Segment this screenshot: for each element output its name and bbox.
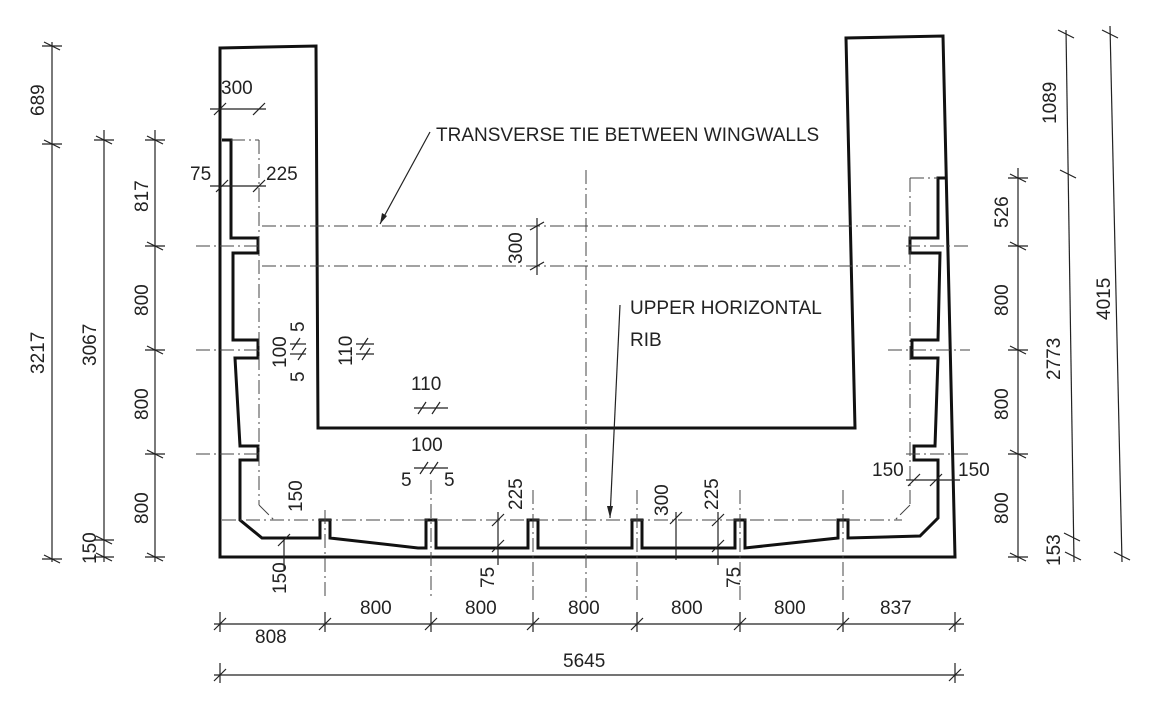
dim-100-left: 100 xyxy=(270,336,291,368)
dim-150-left-base: 150 xyxy=(270,562,291,594)
label-transverse-tie: TRANSVERSE TIE BETWEEN WINGWALLS xyxy=(436,125,819,146)
dim-chain-right-middle xyxy=(1057,29,1082,563)
dim-150-right-a: 150 xyxy=(872,460,904,481)
dim-local-lines xyxy=(210,102,960,570)
dim-bottom-800-c: 800 xyxy=(568,598,600,619)
dim-right-153: 153 xyxy=(1044,534,1065,566)
dim-chain-bottom-total xyxy=(213,663,964,683)
dim-75-right: 75 xyxy=(724,567,745,588)
dim-225-left: 225 xyxy=(266,164,298,185)
dim-300-top: 300 xyxy=(221,78,253,99)
dim-150-right-b: 150 xyxy=(958,460,990,481)
dim-5-bottom-a: 5 xyxy=(401,470,412,491)
dim-left-800-c: 800 xyxy=(132,492,153,524)
dim-75: 75 xyxy=(190,164,211,185)
dim-chain-left-outer xyxy=(42,41,62,564)
dim-left-800-a: 800 xyxy=(132,284,153,316)
dim-5-bottom-b: 5 xyxy=(444,470,455,491)
dim-225-mid: 225 xyxy=(506,478,527,510)
dim-110-horiz: 110 xyxy=(411,374,441,395)
dim-bottom-800-d: 800 xyxy=(671,598,703,619)
dim-bottom-800-a: 800 xyxy=(360,598,392,619)
dim-right-800-b: 800 xyxy=(992,388,1013,420)
dim-right-1089: 1089 xyxy=(1040,82,1061,124)
dim-right-2773: 2773 xyxy=(1044,338,1065,380)
dim-5-left-b: 5 xyxy=(288,371,309,382)
dim-bottom-837: 837 xyxy=(880,598,912,619)
leader-transverse-tie xyxy=(379,131,431,225)
dim-100-bottom: 100 xyxy=(411,435,443,456)
dim-right-800-a: 800 xyxy=(992,284,1013,316)
dim-bottom-800-b: 800 xyxy=(465,598,497,619)
label-upper-rib-line2: RIB xyxy=(630,330,662,351)
dim-150-left-rib: 150 xyxy=(286,480,307,512)
dim-300-tie: 300 xyxy=(506,232,527,264)
dim-left-3067: 3067 xyxy=(80,324,101,366)
axis-right-corner xyxy=(894,504,911,521)
leader-upper-rib xyxy=(607,304,621,519)
dim-left-817: 817 xyxy=(132,180,153,212)
dim-left-800-b: 800 xyxy=(132,388,153,420)
dim-chain-right-inner xyxy=(1008,168,1028,562)
dim-right-526: 526 xyxy=(992,196,1013,228)
dim-chain-bottom-ribs xyxy=(213,612,964,632)
dim-bottom-808: 808 xyxy=(255,627,287,648)
dim-left-150: 150 xyxy=(80,532,101,564)
dim-bottom-800-e: 800 xyxy=(774,598,806,619)
dim-5-left-a: 5 xyxy=(288,321,309,332)
dim-225-right: 225 xyxy=(702,478,723,510)
label-upper-rib-line1: UPPER HORIZONTAL xyxy=(630,298,822,319)
dim-300-right: 300 xyxy=(652,484,673,516)
dim-right-800-c: 800 xyxy=(992,492,1013,524)
dim-left-689: 689 xyxy=(28,84,49,116)
dim-chain-left-middle xyxy=(94,130,114,562)
outer-wall-outline xyxy=(218,34,957,559)
left-inner-face xyxy=(222,138,946,550)
dim-left-3217: 3217 xyxy=(28,332,49,374)
dim-110-vert: 110 xyxy=(336,336,357,366)
dim-right-4015: 4015 xyxy=(1094,278,1115,320)
dim-bottom-5645: 5645 xyxy=(563,651,605,672)
dim-chain-right-outer xyxy=(1101,25,1131,563)
axis-left-corner xyxy=(258,504,275,521)
dim-chain-left-inner xyxy=(145,130,165,562)
dim-75-mid: 75 xyxy=(478,567,499,588)
